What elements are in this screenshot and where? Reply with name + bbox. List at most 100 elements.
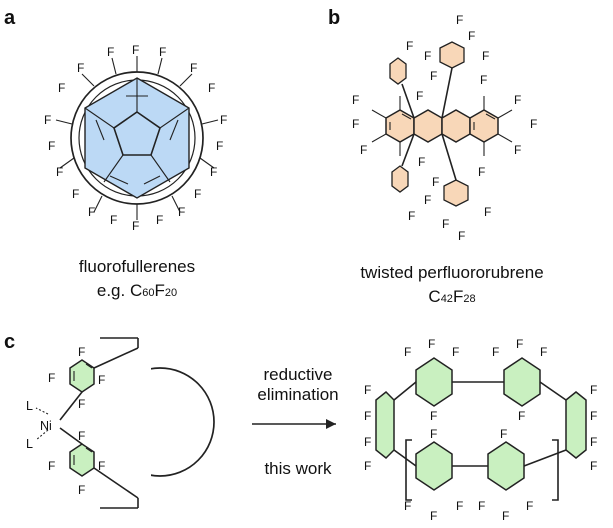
f-label: F — [468, 29, 475, 43]
f-label: F — [452, 345, 459, 359]
f-label: F — [364, 459, 371, 473]
f-label: F — [492, 345, 499, 359]
panel-b-caption-line2: C42F28 — [428, 287, 475, 306]
arrow-label-line2: elimination — [257, 385, 338, 404]
nanohoop-brackets — [405, 439, 559, 501]
formula-sub-f: 28 — [463, 293, 475, 305]
f-label: F — [424, 193, 431, 207]
f-label: F — [518, 409, 525, 423]
complex-fluorine-labels: F F F F F F F F — [48, 345, 105, 497]
f-label: F — [514, 143, 521, 157]
f-label: F — [216, 139, 223, 153]
phenyl-linker-bonds — [401, 67, 457, 181]
f-label: F — [430, 69, 437, 83]
f-label: F — [364, 383, 371, 397]
ligand-bonds — [35, 407, 49, 441]
f-label: F — [424, 49, 431, 63]
f-label: F — [456, 499, 463, 513]
f-label: F — [210, 165, 217, 179]
f-label: F — [72, 187, 79, 201]
f-label: F — [360, 143, 367, 157]
ligand-label: L — [26, 437, 33, 451]
f-label: F — [404, 499, 411, 513]
f-label: F — [98, 459, 105, 473]
f-label: F — [418, 155, 425, 169]
tetracene-double-bonds — [389, 113, 496, 130]
arrow-head — [326, 419, 336, 429]
rubrene-fluorine-labels: F F F F F F F F F F F F F F F F F F F F … — [352, 13, 537, 243]
f-label: F — [482, 49, 489, 63]
f-label: F — [107, 45, 114, 59]
f-label: F — [428, 337, 435, 351]
nanohoop-biaryl-bonds — [393, 381, 567, 467]
f-label: F — [352, 117, 359, 131]
formula-sub-c: 42 — [441, 293, 453, 305]
formula-f: F — [453, 287, 463, 306]
f-label: F — [478, 165, 485, 179]
f-label: F — [110, 213, 117, 227]
f-label: F — [78, 483, 85, 497]
panel-a-caption-line1: fluorofullerenes — [79, 257, 195, 276]
fluorofullerene-molecule: F F F F F F F F F F F F F F F F F F F F — [44, 43, 227, 233]
perfluororubrene-molecule: F F F F F F F F F F F F F F F F F F F F … — [352, 13, 537, 243]
f-label: F — [456, 13, 463, 27]
nanohoop-ring-top-right — [503, 357, 541, 407]
tetracene-ring-2 — [413, 109, 443, 143]
reaction-arrow-group: reductive elimination this work — [252, 365, 339, 478]
pentafluorophenyl-ring-1 — [389, 57, 407, 85]
f-label: F — [432, 175, 439, 189]
nanohoop-fluorine-labels: F F F F F F F F F F F F F F F F F F F F … — [364, 337, 597, 523]
f-label: F — [88, 205, 95, 219]
fullerene-fluorine-labels: F F F F F F F F F F F F F F F F F F F F — [44, 43, 227, 233]
f-label: F — [194, 187, 201, 201]
panel-c-label: c — [4, 331, 15, 353]
pentafluorophenyl-ring-4 — [443, 179, 469, 207]
f-label: F — [430, 509, 437, 523]
panel-b-caption-line1: twisted perfluororubrene — [360, 263, 543, 282]
f-label: F — [178, 205, 185, 219]
f-label: F — [78, 397, 85, 411]
tether-mask — [61, 332, 151, 512]
tetracene-ring-3 — [441, 109, 471, 143]
f-label: F — [156, 213, 163, 227]
f-label: F — [132, 219, 139, 233]
formula-sub-c: 60 — [142, 287, 154, 299]
f-label: F — [364, 435, 371, 449]
f-label: F — [408, 209, 415, 223]
panel-b-label: b — [328, 7, 340, 29]
aryl-ring-top — [69, 359, 95, 393]
f-label: F — [590, 459, 597, 473]
f-label: F — [404, 345, 411, 359]
f-label: F — [44, 113, 51, 127]
f-label: F — [480, 73, 487, 87]
f-label: F — [590, 409, 597, 423]
f-label: F — [77, 61, 84, 75]
f-label: F — [190, 61, 197, 75]
f-label: F — [540, 345, 547, 359]
f-label: F — [442, 217, 449, 231]
f-label: F — [416, 89, 423, 103]
f-label: F — [98, 373, 105, 387]
panel-a-caption-line2: e.g. C60F20 — [97, 281, 177, 300]
f-label: F — [352, 93, 359, 107]
f-label: F — [406, 39, 413, 53]
f-label: F — [48, 459, 55, 473]
aryl-double-bonds — [73, 363, 93, 465]
formula-f: F — [154, 281, 164, 300]
f-label: F — [590, 383, 597, 397]
f-label: F — [208, 81, 215, 95]
pentafluorophenyl-ring-2 — [439, 41, 465, 69]
f-label: F — [159, 45, 166, 59]
f-label: F — [48, 371, 55, 385]
bracket-lines — [100, 337, 139, 509]
nanohoop-ring-bottom-left — [415, 441, 453, 491]
f-label: F — [530, 117, 537, 131]
f-label: F — [430, 409, 437, 423]
f-label: F — [526, 499, 533, 513]
formula-sub-f: 20 — [165, 287, 177, 299]
arrow-label-line1: reductive — [264, 365, 333, 384]
ni-aryl-bonds — [59, 347, 139, 499]
f-label: F — [430, 427, 437, 441]
f-label: F — [458, 229, 465, 243]
